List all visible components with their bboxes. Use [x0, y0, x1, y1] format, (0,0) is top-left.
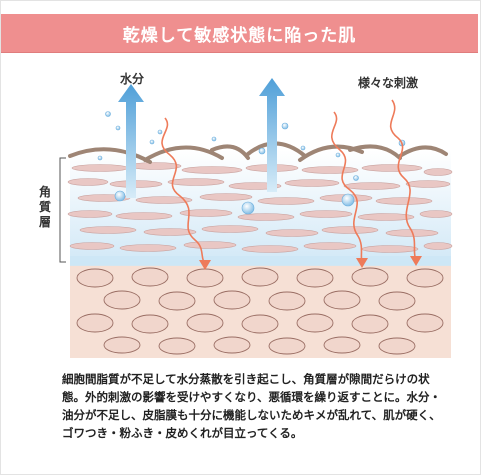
corneocyte-flakes — [67, 162, 453, 253]
label-water: 水分 — [120, 72, 145, 86]
skin-diagram — [59, 78, 453, 358]
label-stratum: 角質層 — [38, 185, 51, 229]
water-arrow-left — [118, 84, 144, 198]
label-stimulus: 様々な刺激 — [358, 76, 419, 90]
sebum-curves — [68, 141, 448, 164]
stimulus-line-1 — [161, 117, 206, 265]
stimulus-line-2 — [330, 111, 363, 263]
description-text: 細胞間脂質が不足して水分蒸散を引き起こし、角質層が隙間だらけの状態。外的刺激の影… — [62, 372, 442, 440]
water-droplets — [97, 111, 406, 215]
stimulus-arrowheads — [199, 256, 422, 270]
water-band — [70, 256, 451, 266]
dermis-cells — [76, 267, 444, 355]
stimulus-line-3 — [389, 99, 417, 261]
water-arrows — [118, 78, 285, 198]
title-bar: 乾燥して敏感状態に陥った肌 — [1, 14, 478, 53]
figure-title: 乾燥して敏感状態に陥った肌 — [122, 25, 357, 46]
stimulus-arrows — [161, 99, 417, 265]
stratum-bracket — [59, 157, 66, 263]
water-arrow-right — [259, 78, 285, 192]
